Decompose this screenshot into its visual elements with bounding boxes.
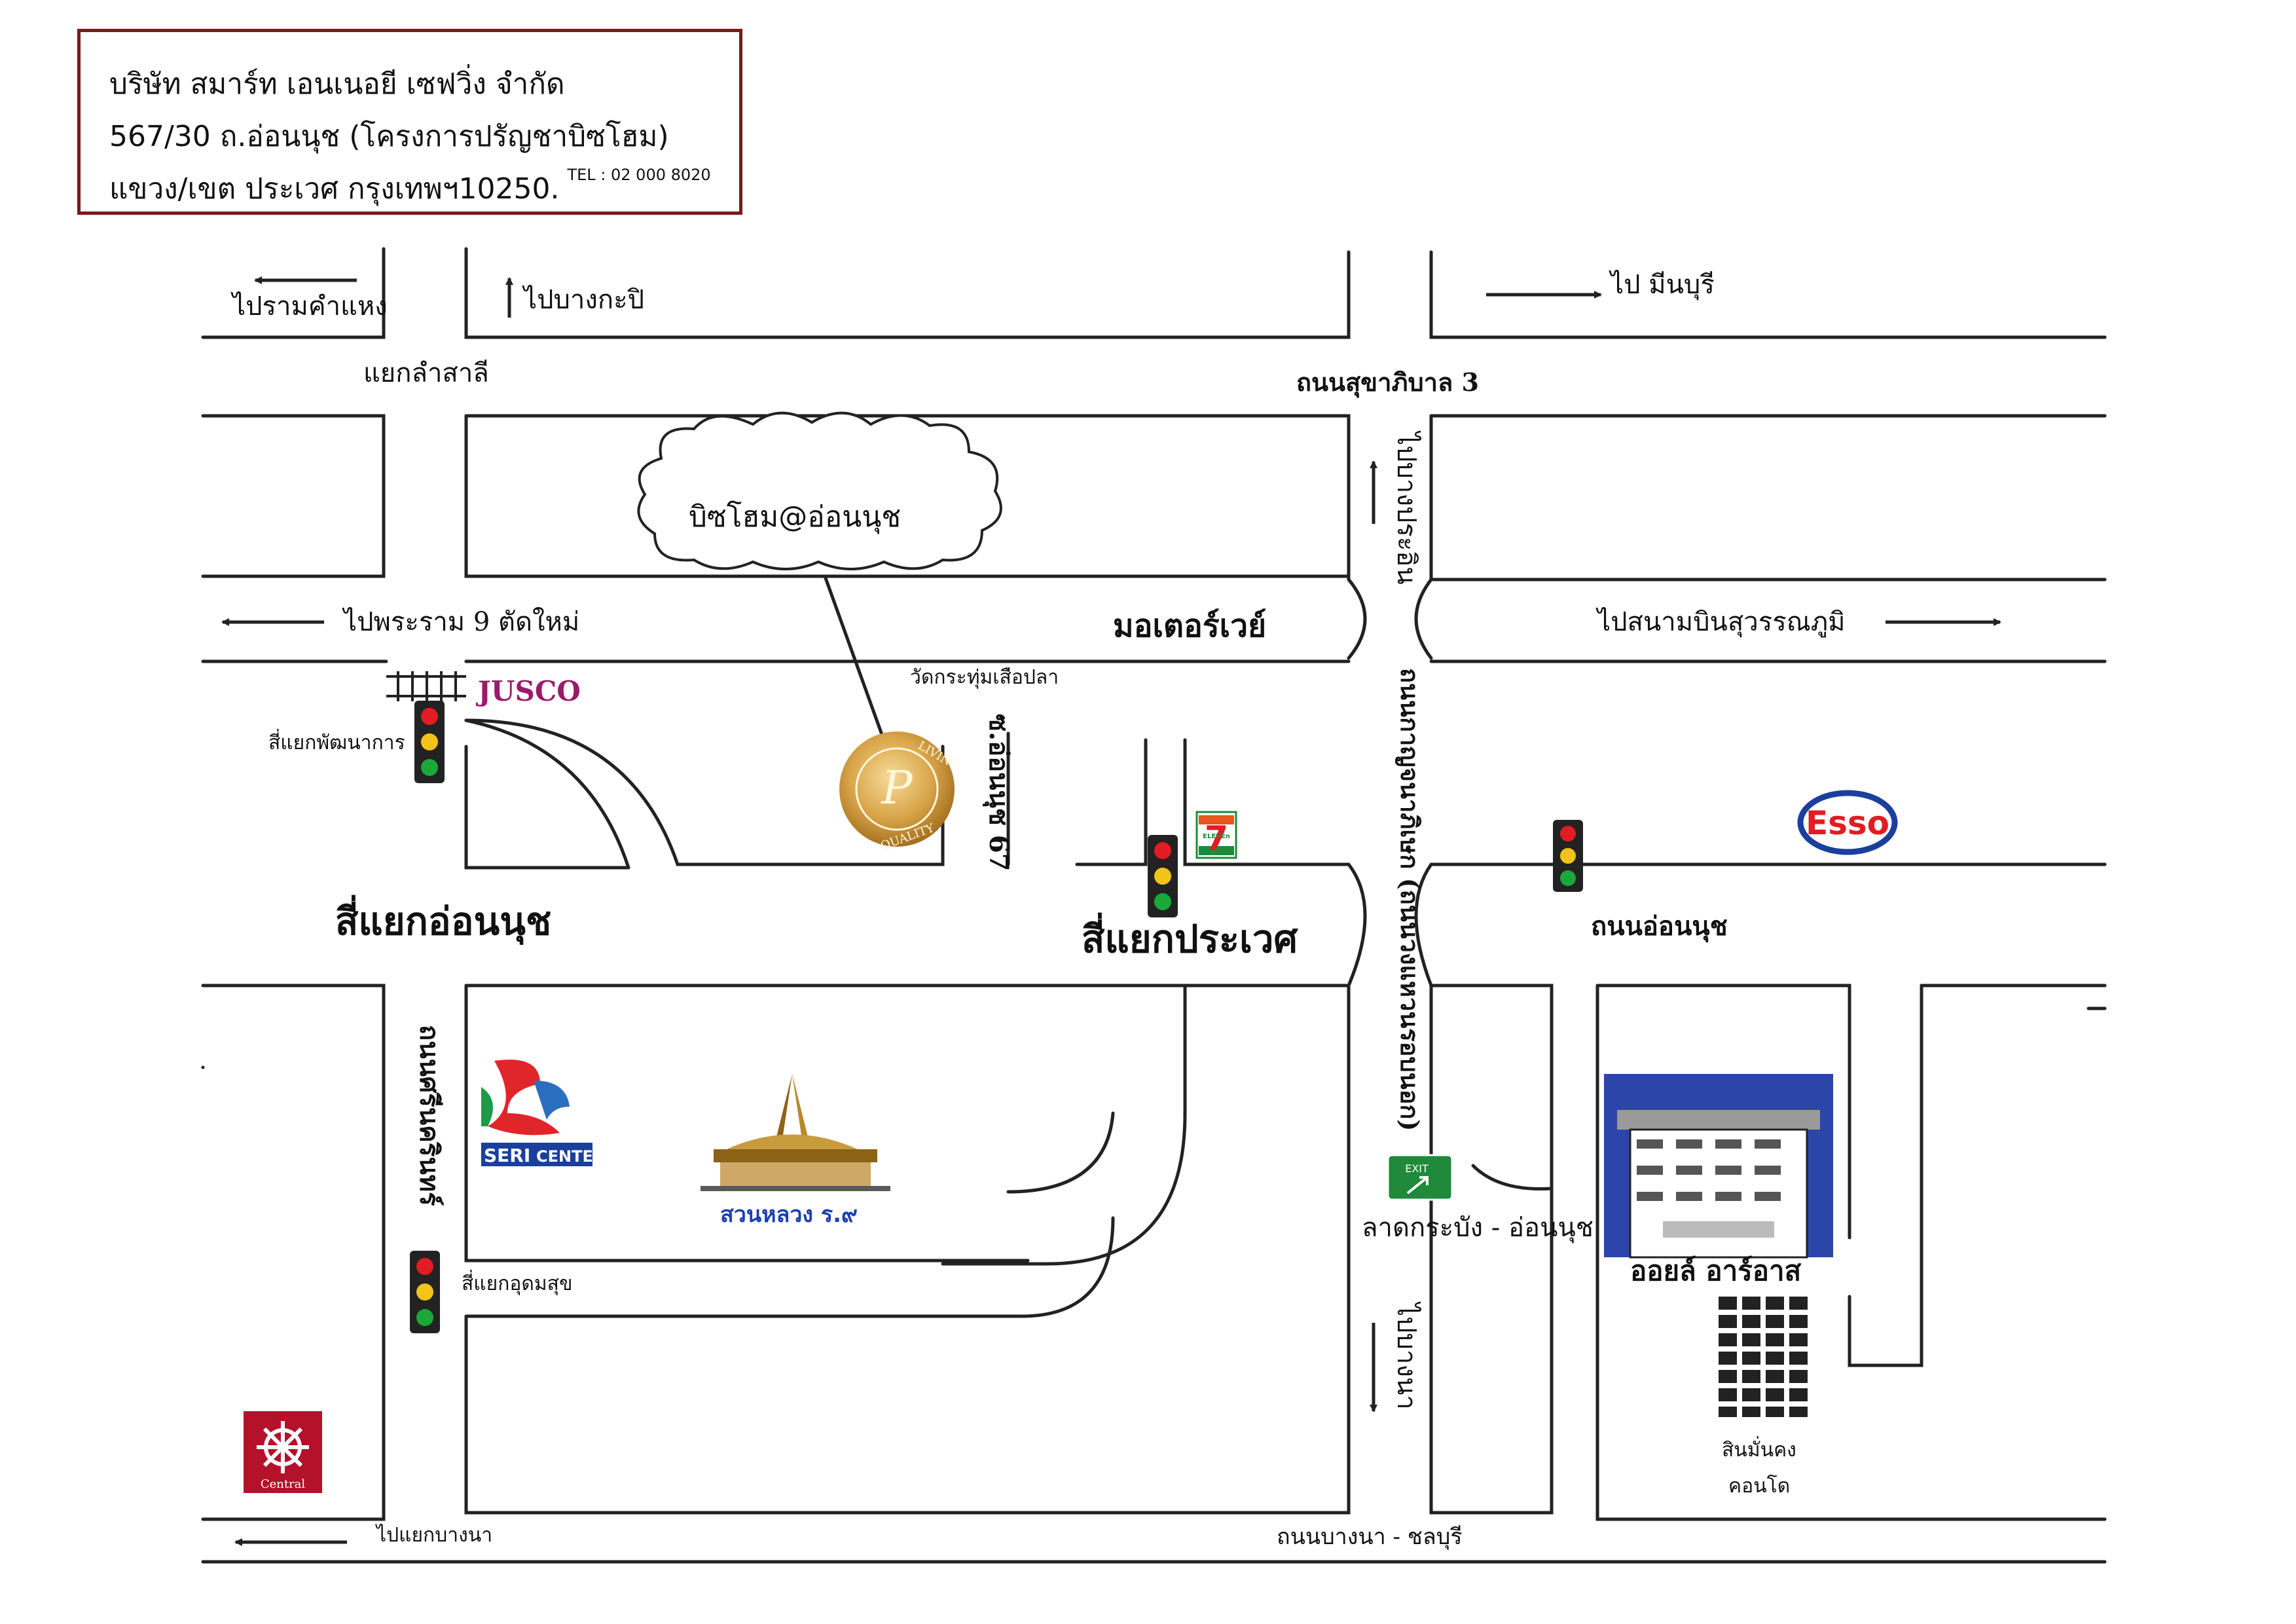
company-name: บริษัท สมาร์ท เอนเนอยี เซฟวิ่ง จำกัด: [109, 67, 565, 101]
traffic-light: [1148, 835, 1178, 917]
label-to-bangkapi: ไปบางกะปิ: [524, 285, 644, 315]
label-to-rama9: ไปพระราม 9 ตัดใหม่: [344, 607, 580, 637]
label-lamsali-junction: แยกลำสาลี: [363, 358, 489, 388]
company-address-line1: 567/30 ถ.อ่อนนุช (โครงการปรัญชาบิซโฮม): [109, 120, 669, 153]
company-address-line2: แขวง/เขต ประเวศ กรุงเทพฯ10250. TEL : 02 0…: [109, 166, 711, 212]
road-edge: [464, 984, 1030, 1263]
road-edge: [464, 718, 630, 870]
label-to-minburi: ไป มีนบุรี: [1611, 270, 1715, 300]
road-edge: [1347, 862, 1367, 987]
road-edge: [464, 247, 1351, 339]
traffic-lights: [410, 701, 1583, 1333]
road-edge: [464, 414, 1351, 581]
seven-digit: 7: [1205, 819, 1228, 858]
label-to-bangna: ไปบางนา: [1391, 1303, 1421, 1410]
road-edge: [1429, 250, 2107, 339]
jusco-logo: JUSCO: [475, 675, 581, 707]
central-logo: Central: [244, 1411, 322, 1493]
destination-cloud: [637, 411, 1002, 570]
label-phatthanakan-junction: สี่แยกพัฒนาการ: [268, 731, 405, 754]
road-edge: [464, 984, 1187, 1266]
road-edge: [464, 984, 1351, 1515]
road-edge: [1347, 578, 1367, 660]
road-edge: [1414, 578, 1433, 660]
label-sukhaphiban3: ถนนสุขาภิบาล 3: [1296, 367, 1479, 397]
company-tel: TEL : 02 000 8020: [567, 166, 711, 184]
seri-center-logo: SERI CENTER: [481, 1060, 605, 1166]
road-edge: [201, 414, 386, 578]
traffic-light: [410, 1251, 440, 1333]
seven-sub: ELEVEn: [1203, 833, 1230, 840]
label-ladkrabang-onnut: ลาดกระบัง - อ่อนนุช: [1362, 1213, 1594, 1243]
road-edge: [464, 718, 945, 866]
road-edge: [464, 745, 630, 870]
road-network: [201, 247, 2107, 1564]
label-to-airport: ไปสนามบินสุวรรณภูมิ: [1597, 607, 1846, 637]
address-text: แขวง/เขต ประเวศ กรุงเทพฯ10250.: [109, 172, 560, 206]
label-udomsuk-junction: สี่แยกอุดมสุข: [462, 1272, 573, 1295]
road-edge: [1183, 738, 1351, 866]
road-edge: [1595, 984, 1851, 1240]
company-address-box: บริษัท สมาร์ท เอนเนอยี เซฟวิ่ง จำกัด 567…: [77, 29, 742, 215]
pointer-to-destination: [823, 576, 886, 741]
central-text: Central: [261, 1477, 306, 1491]
exit-sign: EXIT: [1387, 1154, 1453, 1201]
label-onnut-road: ถนนอ่อนนุช: [1591, 911, 1728, 942]
road-edge: [1595, 984, 2107, 1521]
suan-luang-pavilion: [701, 1074, 890, 1191]
oil-terminal-building: [1604, 1074, 1833, 1259]
direction-arrows: [221, 276, 2001, 1546]
seven-eleven-logo: 7 ELEVEn: [1195, 811, 1237, 859]
label-soi-onnut67: ซ.อ่อนนุช 67: [983, 714, 1014, 872]
label-suan-luang: สวนหลวง ร.๙: [720, 1202, 858, 1228]
label-destination: บิซโฮม@อ่อนนุช: [689, 500, 902, 534]
rail-crossing: [386, 671, 466, 701]
label-sinmankong-1: สินมั่นคง: [1722, 1439, 1796, 1462]
road-edge: [464, 414, 1351, 578]
label-motorway: มอเตอร์เวย์: [1113, 608, 1267, 644]
esso-logo: Esso: [1797, 790, 1898, 855]
condo-tower: [1719, 1297, 1808, 1417]
center-text: CENTER: [536, 1147, 605, 1166]
exit-text: EXIT: [1405, 1162, 1429, 1175]
traffic-light: [414, 701, 445, 783]
label-bangna-chonburi: ถนนบางนา - ชลบุรี: [1277, 1524, 1463, 1550]
label-temple: วัดกระทุ่มเสือปลา: [910, 666, 1059, 689]
label-to-ramkhamhaeng: ไปรามคำแหง: [232, 291, 388, 322]
label-to-bangna-junction: ไปแยกบางนา: [376, 1524, 493, 1547]
label-srinakarin-road: ถนนศรีนครินทร์: [414, 1025, 445, 1206]
label-sinmankong-2: คอนโด: [1728, 1475, 1791, 1498]
traffic-light: [1553, 820, 1583, 892]
road-edge: [1429, 414, 2107, 581]
esso-text: Esso: [1806, 804, 1889, 842]
road-edge: [464, 1216, 1115, 1318]
road-edge: [1414, 862, 1433, 987]
road-edge: [1006, 1111, 1115, 1194]
label-oil-terminal: ออยล์ อาร์อาส: [1630, 1255, 1802, 1287]
road-edge: [201, 247, 386, 339]
road-edge: [1075, 738, 1148, 866]
road-edge: [201, 984, 386, 1521]
label-ring-road: ถนนกาญจนาภิเษก (ถนนวงแหวนรอบนอก): [1395, 668, 1425, 1132]
label-prawet-junction: สี่แยกประเวศ: [1082, 917, 1298, 961]
road-edge: [1848, 984, 1923, 1367]
label-onnut-junction: สี่แยกอ่อนนุช: [335, 899, 552, 944]
road-edge: [1471, 1164, 1554, 1191]
seri-text: SERI: [484, 1145, 530, 1166]
label-to-bangprakhon: ไปบางประอิน: [1391, 432, 1421, 585]
road-edge: [1429, 984, 1554, 1515]
quality-letter: P: [880, 761, 913, 815]
